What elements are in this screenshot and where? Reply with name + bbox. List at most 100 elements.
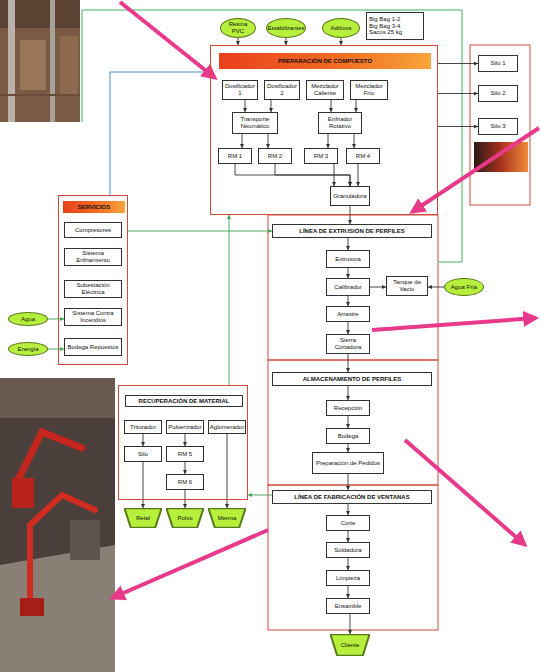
flow-connector <box>354 134 355 148</box>
process-box: Granuladora <box>330 186 370 206</box>
node-label: Agua <box>21 316 35 323</box>
node-label: Cliente <box>341 642 360 649</box>
flow-connector <box>348 504 349 515</box>
flow-connector <box>348 354 349 372</box>
process-box: Silo 3 <box>478 118 518 135</box>
panel-heading: SERVICIOS <box>63 201 125 213</box>
process-box: RM 3 <box>304 148 338 164</box>
service-line <box>82 10 462 262</box>
node-label: Limpieza <box>336 575 360 582</box>
node-label: RM 4 <box>356 153 370 160</box>
node-label: RM 2 <box>268 153 282 160</box>
node-label: Merma <box>218 515 237 522</box>
node-label: RM 1 <box>228 153 242 160</box>
node-label: Ensamble <box>335 603 362 610</box>
service-line <box>110 72 210 195</box>
process-box: Tanque de Vacío <box>386 276 428 296</box>
node-label: Subestación Eléctrica <box>67 282 119 296</box>
process-box: RM 6 <box>166 474 204 490</box>
input-oval: Estabilizantes <box>266 18 306 38</box>
node-label: Silo 1 <box>490 60 505 67</box>
node-label: Extrusora <box>335 256 361 263</box>
flow-connector <box>185 490 186 508</box>
node-label: Pulverizador <box>168 424 201 431</box>
process-box: Triturador <box>124 420 162 434</box>
flow-connector <box>348 268 349 278</box>
node-label: Recepción <box>334 405 362 412</box>
node-label: RM 3 <box>314 153 328 160</box>
node-label: Silo 2 <box>490 90 505 97</box>
section-header: LÍNEA DE FABRICACIÓN DE VENTANAS <box>272 490 432 504</box>
process-box: RM 2 <box>258 148 292 164</box>
process-box: Ensamble <box>326 598 370 614</box>
flow-connector <box>48 349 64 350</box>
process-box: Silo 2 <box>478 85 518 102</box>
flow-connector <box>348 322 349 334</box>
node-label: Preparación de Pedidos <box>316 460 380 467</box>
note-box: Big Bag 1-2Big Bag 3-4Sacos 25 kg <box>366 12 424 40</box>
node-label: Enfriador Rotativo <box>321 116 359 130</box>
process-box: Limpieza <box>326 570 370 586</box>
panel-heading: RECUPERACIÓN DE MATERIAL <box>125 395 243 407</box>
flow-connector <box>341 38 342 45</box>
process-box: Silo <box>124 446 162 462</box>
flow-connector <box>334 164 335 186</box>
flow-connector <box>350 614 351 634</box>
node-label: Sacos 25 kg <box>369 29 402 36</box>
node-label: LÍNEA DE FABRICACIÓN DE VENTANAS <box>294 494 409 501</box>
process-box: RM 1 <box>218 148 252 164</box>
input-oval: Agua <box>8 312 48 326</box>
process-box: Recepción <box>326 400 370 416</box>
node-label: Retal <box>136 515 150 522</box>
flow-connector <box>348 238 349 250</box>
node-label: Soldadura <box>334 547 361 554</box>
process-box: Arrastre <box>326 306 370 322</box>
output-trapezoid: Cliente <box>330 634 370 656</box>
node-label: Mezclador Frío <box>353 83 385 97</box>
flow-connector <box>143 434 144 446</box>
flow-connector <box>348 558 349 570</box>
flow-connector <box>185 462 186 474</box>
flow-connector <box>348 586 349 598</box>
process-box: Pulverizador <box>166 420 204 434</box>
flow-connector <box>348 386 349 400</box>
flow-connector <box>348 296 349 306</box>
flow-connector <box>185 434 186 446</box>
process-box: Extrusora <box>326 250 370 268</box>
node-label: Polvo <box>177 515 192 522</box>
node-label: Calibrador <box>334 284 362 291</box>
node-label: Bodega Repuestos <box>67 344 118 351</box>
process-box: Enfriador Rotativo <box>318 112 362 134</box>
flow-connector <box>235 164 350 186</box>
process-box: Transporte Neumático <box>232 112 278 134</box>
process-box: RM 4 <box>346 148 380 164</box>
node-label: LÍNEA DE EXTRUSIÓN DE PERFILES <box>299 228 404 235</box>
node-label: Big Bag 3-4 <box>369 23 400 30</box>
flow-connector <box>248 495 272 496</box>
input-oval: Energía <box>8 342 48 356</box>
node-label: Dosificador 1 <box>225 83 255 97</box>
flow-connector <box>348 444 349 452</box>
flow-connector <box>286 38 287 45</box>
flow-connector <box>227 434 228 508</box>
node-label: Silo 3 <box>490 123 505 130</box>
flow-connector <box>356 100 357 112</box>
section-panel: PREPARACIÓN DE COMPUESTO Dosificador 1 Dos… <box>210 45 438 215</box>
section-panel: SERVICIOSCompresoresSistema Enfriamiento… <box>58 195 128 365</box>
flow-connector <box>48 319 64 320</box>
node-label: ALMACENAMIENTO DE PERFILES <box>303 376 402 383</box>
process-box: Sierra Cortadora <box>326 334 370 354</box>
process-box: RM 5 <box>166 446 204 462</box>
flow-connector <box>350 206 351 224</box>
process-box: Corte <box>326 515 370 531</box>
node-label: Agua Fría <box>451 284 477 291</box>
process-box: Dosificador 2 <box>264 80 300 100</box>
panel-heading: PREPARACIÓN DE COMPUESTO <box>219 53 431 69</box>
flow-connector <box>331 100 332 112</box>
process-box: Aglomerador <box>208 420 246 434</box>
node-label: Aditivos <box>330 25 351 32</box>
